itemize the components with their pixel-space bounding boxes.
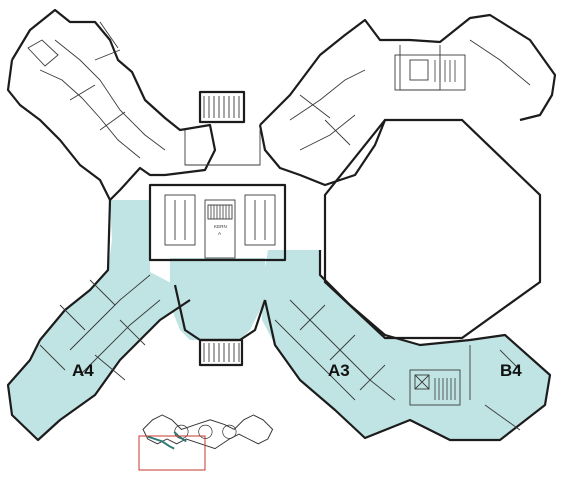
zone-label-a4: A4 [72, 361, 94, 380]
stair-icon-lower-right [434, 378, 456, 400]
wing-upper-right [258, 13, 557, 187]
leased-area-core-south[interactable] [170, 258, 265, 340]
atrium-octagon [323, 118, 542, 340]
north-corridor [184, 90, 261, 166]
core-label-line2: A [218, 231, 222, 236]
wing-lower-left [6, 199, 191, 442]
core-block [148, 183, 287, 262]
core-label: KERN A [214, 224, 227, 236]
zone-label-a3: A3 [328, 361, 350, 380]
key-map-highlight [138, 435, 206, 471]
leased-area-a4[interactable] [8, 200, 190, 440]
stair-icon-upper-right [394, 54, 466, 91]
leased-area-a3-b4[interactable] [262, 250, 550, 440]
wing-lower-right [263, 250, 552, 442]
elevator-icon [409, 369, 461, 406]
key-map [138, 414, 274, 471]
zone-label-b4: B4 [500, 361, 522, 380]
wing-upper-left [6, 8, 217, 201]
core-label-line1: KERN [214, 224, 227, 229]
south-corridor [173, 284, 267, 367]
stair-icon [207, 204, 233, 220]
